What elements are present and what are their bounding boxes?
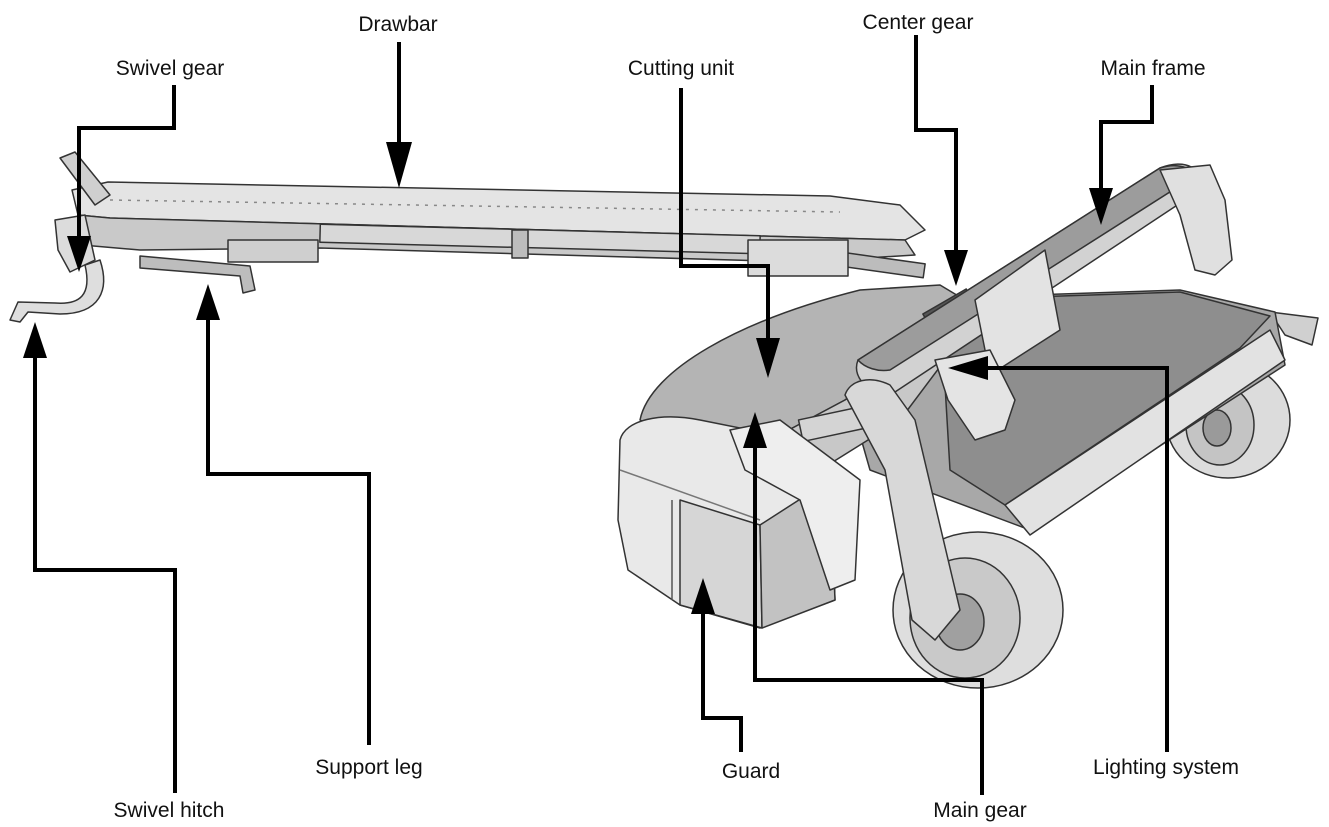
leader-main-frame (1099, 85, 1154, 195)
leader-main-gear (753, 440, 984, 795)
arrowhead-center-gear (944, 250, 968, 286)
leader-lighting-system (980, 366, 1169, 752)
label-guard: Guard (721, 760, 781, 783)
leader-cutting-unit (679, 88, 770, 345)
machine-drawing (9, 151, 1319, 689)
support-leg-shape (139, 255, 256, 294)
label-drawbar: Drawbar (358, 13, 438, 36)
leader-swivel-hitch (33, 350, 177, 793)
arrowhead-support-leg (196, 284, 220, 320)
leader-center-gear (914, 35, 958, 258)
right-skid (1269, 311, 1319, 346)
arrowhead-swivel-hitch (23, 322, 47, 358)
leader-swivel-gear (77, 85, 176, 250)
light-bracket (934, 349, 1016, 441)
arrowhead-main-gear (743, 412, 767, 448)
label-main-gear: Main gear (933, 799, 1027, 822)
label-swivel-gear: Swivel gear (115, 57, 225, 80)
leader-support-leg (206, 312, 371, 745)
label-cutting-unit: Cutting unit (627, 57, 735, 80)
hose-clamp (511, 229, 529, 259)
swivel-hitch-tube (9, 259, 105, 323)
arrowhead-cutting-unit (756, 338, 780, 378)
callout-arrowheads (23, 142, 1113, 614)
arrowhead-drawbar (386, 142, 412, 188)
arrowhead-main-frame (1089, 188, 1113, 225)
leader-guard (701, 612, 743, 752)
label-support-leg: Support leg (315, 756, 423, 779)
callout-leaders (33, 35, 1169, 795)
platform-edge (1004, 329, 1286, 536)
right-frame-arm (1159, 164, 1233, 276)
label-main-frame: Main frame (1100, 57, 1206, 80)
arrowhead-lighting-system (948, 356, 988, 380)
arrowhead-swivel-gear (67, 236, 91, 272)
main-gear-arm (844, 379, 961, 641)
arrowhead-guard (691, 578, 715, 614)
label-center-gear: Center gear (862, 11, 974, 34)
main-frame-crossbeam (974, 249, 1061, 376)
label-swivel-hitch: Swivel hitch (113, 799, 225, 822)
label-lighting-system: Lighting system (1093, 756, 1239, 779)
